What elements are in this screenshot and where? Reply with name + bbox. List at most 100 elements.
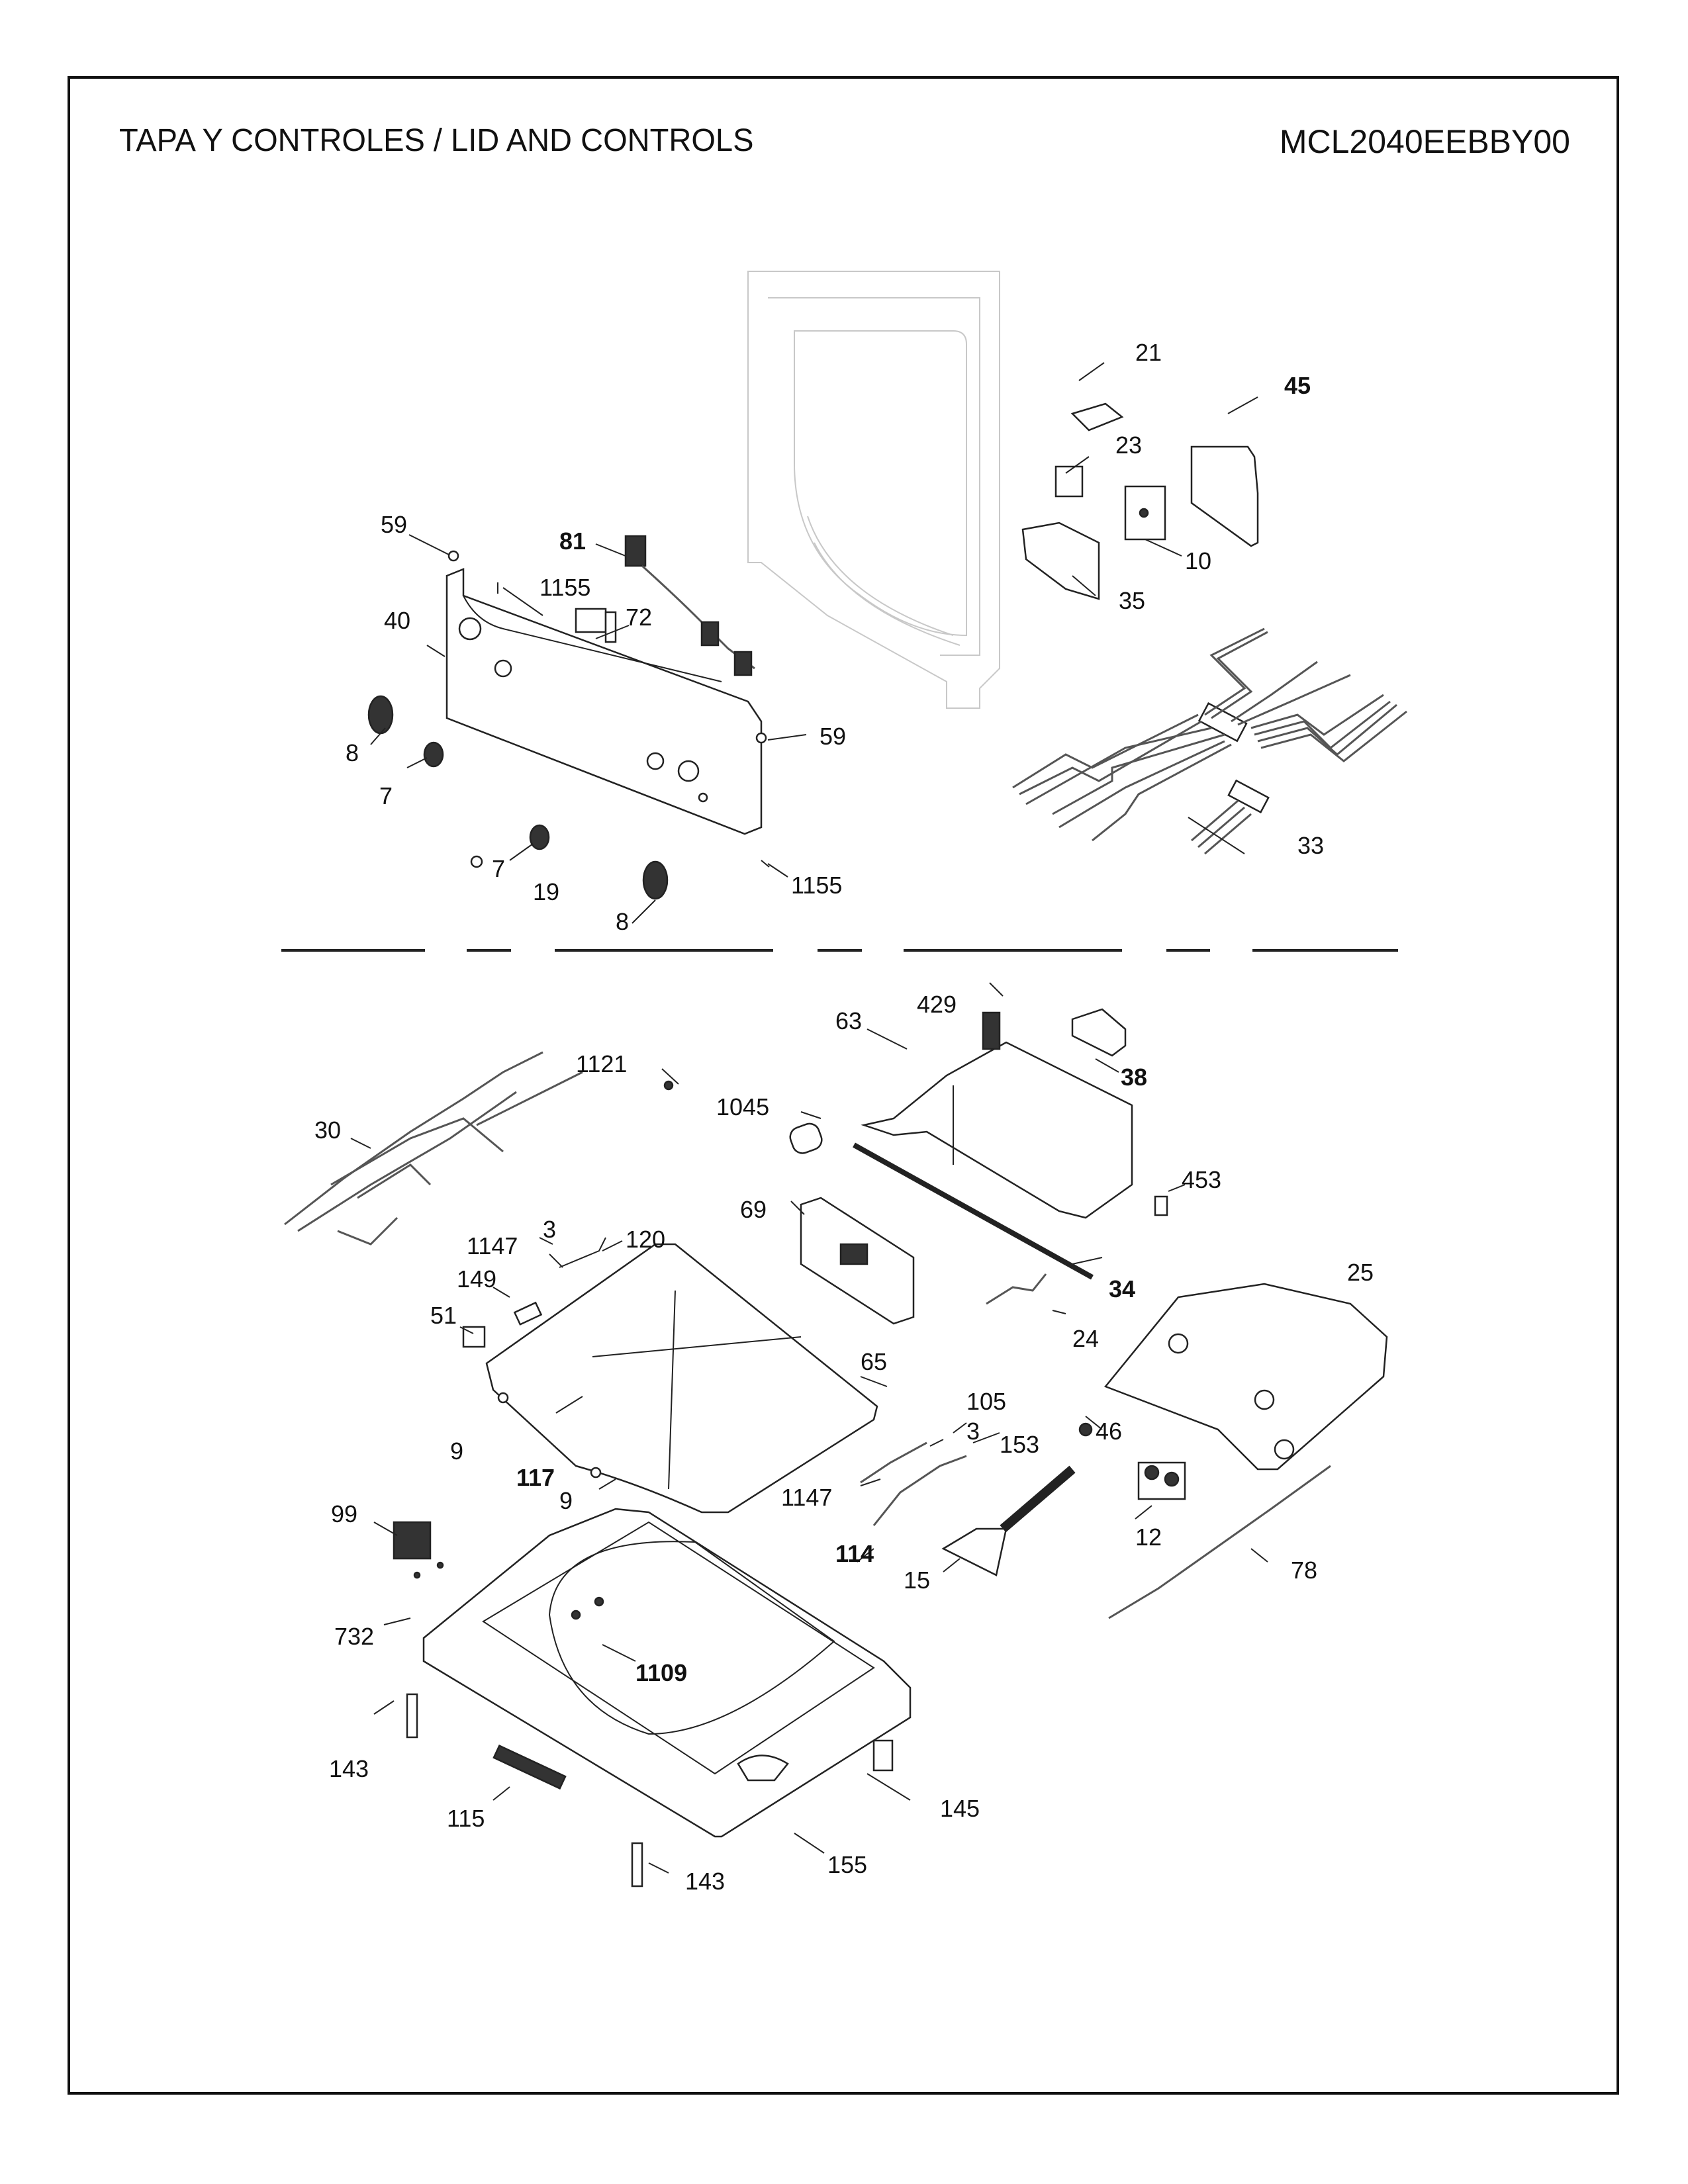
callout-115: 115 <box>447 1805 485 1832</box>
screw-part <box>761 860 770 868</box>
spring-part <box>860 1441 927 1484</box>
screw-part <box>413 1571 421 1579</box>
trim-part <box>492 1745 567 1790</box>
capacitor-part <box>789 1122 823 1154</box>
hose-kit-part <box>1103 1283 1388 1471</box>
pressure-switch-part <box>982 1011 1001 1050</box>
callout-1147: 1147 <box>467 1232 518 1259</box>
callout-153: 153 <box>1000 1431 1039 1458</box>
callout-25: 25 <box>1347 1259 1374 1286</box>
callout-40: 40 <box>384 607 410 634</box>
tension-spring-part <box>872 1455 967 1526</box>
lid-switch-part <box>1070 402 1124 432</box>
callout-19: 19 <box>533 878 559 905</box>
cover-box-part <box>1071 1008 1127 1057</box>
callout-45: 45 <box>1284 372 1311 399</box>
callout-72: 72 <box>626 604 652 631</box>
callout-429: 429 <box>917 991 957 1018</box>
bracket-part <box>1021 522 1100 600</box>
callout-1045: 1045 <box>716 1093 769 1120</box>
callout-24: 24 <box>1072 1325 1099 1352</box>
callout-69: 69 <box>740 1196 767 1223</box>
callout-labels: 59 81 1155 40 72 8 7 59 7 19 8 1155 21 4… <box>314 339 1374 1895</box>
lid-part <box>485 1243 878 1514</box>
callout-12: 12 <box>1135 1524 1162 1551</box>
callout-63: 63 <box>835 1007 862 1034</box>
hinge-pin-part <box>559 1237 606 1268</box>
callout-120: 120 <box>626 1226 665 1253</box>
callout-7: 7 <box>379 782 393 809</box>
callout-8: 8 <box>346 739 359 766</box>
callout-15: 15 <box>904 1567 930 1594</box>
callout-1155: 1155 <box>791 872 842 899</box>
callout-9: 9 <box>559 1487 573 1514</box>
knob-part <box>642 860 669 900</box>
callout-143: 143 <box>685 1868 725 1895</box>
screw-part <box>571 1610 581 1620</box>
callout-117: 117 <box>516 1464 555 1491</box>
control-board-part <box>800 1197 915 1325</box>
seal-strip-part <box>853 1142 1094 1280</box>
knob-part <box>529 824 550 850</box>
callout-9: 9 <box>450 1437 463 1465</box>
nut-part <box>1078 1422 1093 1437</box>
callout-30: 30 <box>314 1116 341 1144</box>
callout-59: 59 <box>820 723 846 750</box>
callout-105: 105 <box>966 1388 1006 1415</box>
screw-part <box>594 1596 604 1607</box>
pump-motor-part <box>393 1521 432 1560</box>
connector-part <box>1154 1195 1168 1216</box>
callout-1121: 1121 <box>576 1050 627 1077</box>
lid-handle-part <box>513 1301 543 1326</box>
callout-59: 59 <box>381 511 407 538</box>
cover-plate-part <box>1190 445 1259 547</box>
callout-3: 3 <box>543 1216 556 1243</box>
callout-35: 35 <box>1119 587 1145 614</box>
screw-part <box>663 1080 674 1091</box>
callout-7: 7 <box>492 855 505 882</box>
model-number: MCL2040EEBBY00 <box>1279 123 1570 160</box>
callout-8: 8 <box>616 908 629 935</box>
timer-part <box>1124 485 1166 541</box>
knob-part <box>423 741 444 768</box>
dispenser-part <box>941 1465 1076 1576</box>
switch-board-part <box>575 608 617 643</box>
hinge-bracket-part <box>872 1739 894 1772</box>
callout-21: 21 <box>1135 339 1162 366</box>
control-bracket-part <box>861 1041 1133 1219</box>
callout-51: 51 <box>430 1302 457 1329</box>
callout-46: 46 <box>1096 1418 1122 1445</box>
callout-143: 143 <box>329 1755 369 1782</box>
callout-149: 149 <box>457 1265 496 1293</box>
callout-732: 732 <box>334 1623 374 1650</box>
callout-81: 81 <box>559 527 586 555</box>
lid-pin-part <box>497 1392 509 1404</box>
small-nut-part <box>755 732 767 744</box>
callout-1147: 1147 <box>781 1484 832 1511</box>
callout-99: 99 <box>331 1500 357 1527</box>
callout-10: 10 <box>1185 547 1211 574</box>
light-part <box>470 855 483 868</box>
callout-453: 453 <box>1182 1166 1221 1193</box>
callout-33: 33 <box>1297 832 1324 859</box>
callout-23: 23 <box>1115 432 1142 459</box>
sensor-harness-part <box>986 1273 1047 1305</box>
water-valve-part <box>1137 1461 1186 1500</box>
cabinet-ghost-outline <box>747 271 1000 709</box>
page-title: TAPA Y CONTROLES / LID AND CONTROLS <box>119 123 754 158</box>
control-harness-part <box>284 1051 583 1246</box>
callout-1109: 1109 <box>635 1659 687 1686</box>
callout-3: 3 <box>966 1418 980 1445</box>
callout-34: 34 <box>1109 1275 1135 1302</box>
page-border <box>68 76 1619 2095</box>
callout-38: 38 <box>1121 1064 1147 1091</box>
top-cover-part <box>422 1508 912 1838</box>
hinge-part <box>406 1693 418 1739</box>
callout-155: 155 <box>827 1851 867 1878</box>
callout-65: 65 <box>861 1348 887 1375</box>
control-panel-part <box>445 568 763 835</box>
power-cord-part <box>1108 1465 1331 1619</box>
screw-part <box>436 1561 444 1569</box>
callout-1155: 1155 <box>539 574 590 601</box>
